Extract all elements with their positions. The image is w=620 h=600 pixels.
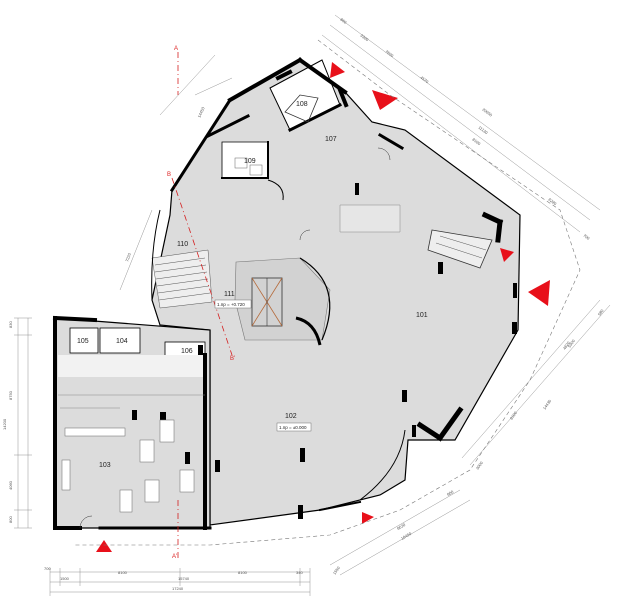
section-a-bottom: A' <box>172 554 177 560</box>
marker-triangle <box>500 248 514 262</box>
dim-bottom-700: 700 <box>44 566 51 571</box>
dim-br-10450: 10450 <box>400 531 413 541</box>
dim-tr-8100: 8100 <box>471 137 482 147</box>
dim-right-580: 580 <box>597 308 605 317</box>
dim-right-5300: 5300 <box>567 338 577 349</box>
dim-tr-700: 700 <box>582 233 591 241</box>
room-109-label: 109 <box>244 158 256 165</box>
dim-right-14430: 14430 <box>542 398 553 411</box>
dim-right-6100: 6100 <box>509 410 519 421</box>
dim-left-830: 830 <box>8 321 13 328</box>
columns <box>132 183 517 519</box>
curved-walls <box>151 179 406 501</box>
dim-tr-7600: 7600 <box>384 49 395 59</box>
section-b-right: B' <box>230 356 235 362</box>
dim-bottom-17240: 17240 <box>172 586 184 591</box>
corridor-left-fill <box>58 355 206 377</box>
level-tag-102: 1.пр = ±0.000 <box>279 425 307 430</box>
floor-area <box>54 59 521 529</box>
dim-br-800: 800 <box>446 489 455 497</box>
dimension-labels: 700 1500 8100 15740 8100 340 17240 830 8… <box>2 17 605 591</box>
dim-tr-860: 860 <box>339 17 348 25</box>
interior-details <box>58 94 493 529</box>
dim-right-4620: 4620 <box>562 340 572 351</box>
marker-triangle <box>330 62 345 78</box>
dim-left-800: 800 <box>8 516 13 523</box>
dim-tr-11130: 11130 <box>477 125 489 136</box>
dim-ul-14450: 14450 <box>196 106 206 119</box>
section-b-left: B <box>167 172 171 178</box>
room-105-label: 105 <box>77 338 89 345</box>
dim-bottom-15740: 15740 <box>178 576 190 581</box>
walls <box>52 57 504 530</box>
room-104-fill <box>99 327 141 354</box>
dim-left-14200: 14200 <box>2 418 7 430</box>
dim-br-1550: 1550 <box>332 565 342 576</box>
dim-bottom-1500: 1500 <box>60 576 70 581</box>
level-tag-111-box <box>214 299 252 309</box>
dim-left-8750: 8750 <box>8 390 13 400</box>
dim-tr-20050: 20050 <box>481 107 494 118</box>
dim-tr-3300: 3300 <box>359 33 370 43</box>
dim-tr-4570: 4570 <box>419 75 430 85</box>
marker-triangle <box>96 540 112 552</box>
room-111-label: 111 <box>224 291 235 298</box>
room-101-label: 101 <box>416 312 428 319</box>
room-108-label: 108 <box>296 101 308 108</box>
section-a-top: A <box>174 46 178 52</box>
dim-bottom-8100b: 8100 <box>238 570 248 575</box>
room-106-label: 106 <box>181 348 193 355</box>
marker-triangle <box>362 512 374 524</box>
room-107-label: 107 <box>325 136 337 143</box>
room-104-label: 104 <box>116 338 128 345</box>
dim-left-4060: 4060 <box>8 480 13 490</box>
entrance-markers <box>96 62 550 552</box>
dim-bottom-8100a: 8100 <box>118 570 128 575</box>
dim-bottom-340: 340 <box>296 570 303 575</box>
dim-tr-6290: 6290 <box>547 197 558 207</box>
dim-br-8620: 8620 <box>396 522 407 531</box>
section-lines <box>171 52 233 560</box>
room-labels: 101 102 103 104 105 106 107 108 109 110 … <box>77 101 428 469</box>
level-tag-102-box <box>276 422 312 432</box>
marker-triangle <box>528 280 550 306</box>
room-110-label: 110 <box>177 241 188 248</box>
room-105-fill <box>69 327 99 354</box>
dimension-lines <box>14 14 611 596</box>
level-tag-111: 1.пр = +0.720 <box>217 302 245 307</box>
stair-110-fill <box>151 249 213 309</box>
marker-triangle <box>372 90 398 110</box>
site-boundary <box>75 39 581 546</box>
dim-right-3000: 3000 <box>475 460 485 471</box>
room-102-label: 102 <box>285 413 297 420</box>
dim-ul-7220: 7220 <box>124 252 132 263</box>
room-103-label: 103 <box>99 462 111 469</box>
level-tags: 1.пр = ±0.000 1.пр = +0.720 <box>214 299 312 432</box>
